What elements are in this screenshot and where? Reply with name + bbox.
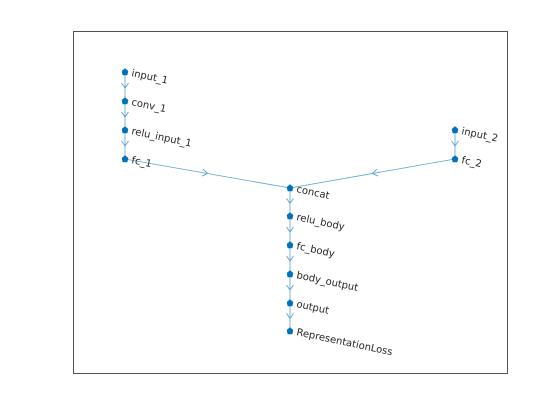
node-marker-output[interactable] — [286, 299, 294, 307]
node-marker-relu_input_1[interactable] — [121, 126, 129, 134]
edge-input_1-conv_1 — [121, 72, 129, 101]
nodes-layer — [121, 68, 459, 335]
node-marker-concat[interactable] — [286, 184, 294, 192]
edge-fc_body-body_output — [286, 245, 294, 274]
edge-fc_1-concat — [124, 158, 291, 189]
edge-concat-relu_body — [286, 188, 294, 216]
node-marker-input_2[interactable] — [451, 126, 459, 134]
node-marker-fc_body[interactable] — [286, 241, 294, 249]
node-label-fc_1: fc_1 — [130, 155, 152, 170]
node-marker-input_1[interactable] — [121, 68, 129, 76]
edge-conv_1-relu_input_1 — [121, 101, 129, 130]
edge-fc_2-concat — [289, 158, 456, 189]
edge-body_output-output — [286, 274, 294, 303]
edges-layer — [121, 72, 459, 331]
edge-relu_body-fc_body — [286, 216, 294, 245]
edge-output-RepresentationLoss — [286, 303, 294, 331]
edge-input_2-fc_2 — [451, 130, 459, 159]
node-marker-relu_body[interactable] — [286, 212, 294, 220]
node-marker-RepresentationLoss[interactable] — [286, 327, 294, 335]
node-marker-fc_2[interactable] — [451, 155, 459, 163]
node-marker-body_output[interactable] — [286, 270, 294, 278]
node-label-fc_2: fc_2 — [460, 155, 482, 170]
edge-relu_input_1-fc_1 — [121, 130, 129, 159]
node-marker-conv_1[interactable] — [121, 97, 129, 105]
node-marker-fc_1[interactable] — [121, 155, 129, 163]
